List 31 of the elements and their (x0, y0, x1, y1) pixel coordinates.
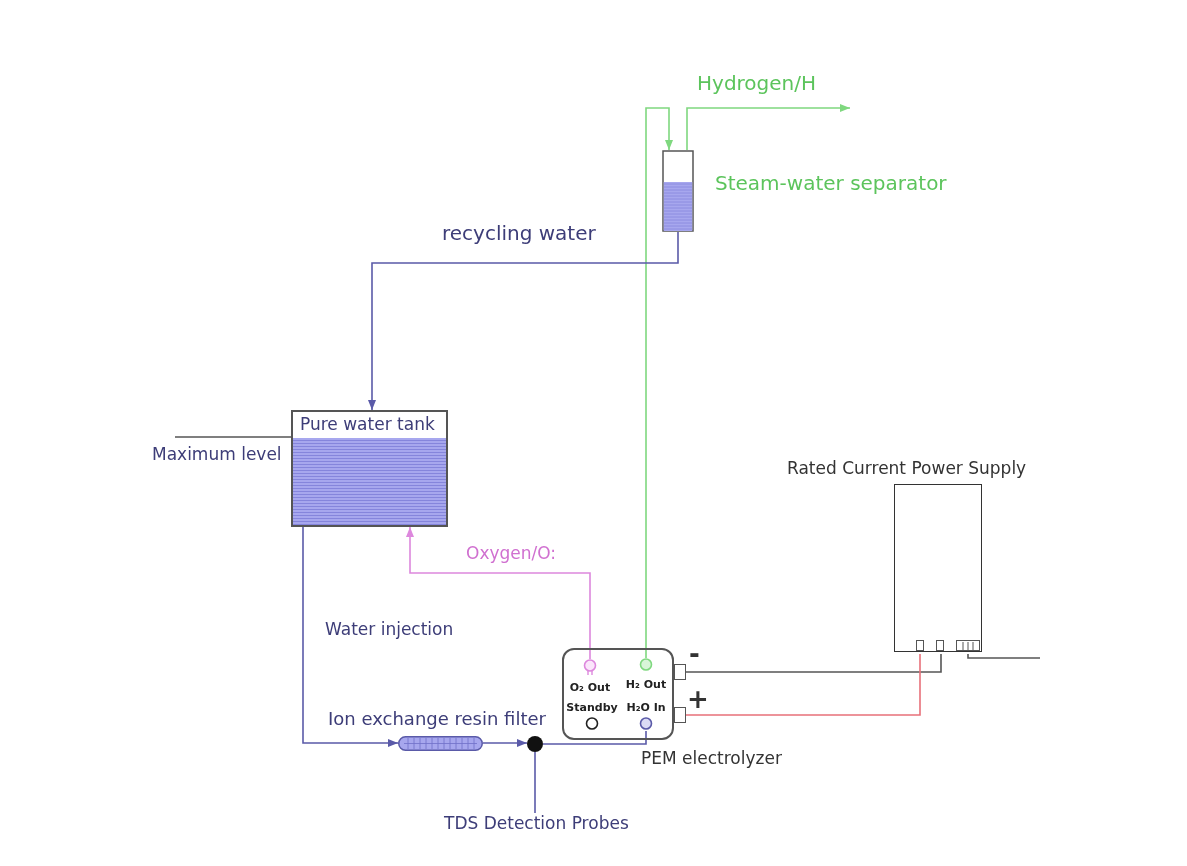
power-wire (967, 653, 1041, 659)
component-label: PEM electrolyzer (641, 748, 782, 769)
component-label: Steam-water separator (715, 171, 947, 195)
terminal-connector (674, 664, 686, 680)
filter-cartridge (398, 736, 483, 751)
port-label: H₂O In (626, 701, 666, 715)
port-label: H₂ Out (625, 678, 667, 692)
edge-label: Oxygen/O: (466, 543, 557, 564)
component-caption: Ion exchange resin filter (328, 710, 546, 728)
pipe-arrow (302, 526, 399, 747)
leader-line (174, 436, 292, 438)
component-label: Rated Current Power Supply (787, 458, 1027, 479)
pipe-arrow (406, 526, 591, 660)
polarity-sign: + (687, 686, 709, 712)
pipe-arrow (686, 104, 851, 151)
power-wire (685, 653, 921, 716)
water-tank: Pure water tank (291, 410, 448, 527)
level-label: Maximum level (152, 437, 282, 465)
power-wire (685, 653, 942, 673)
pipe-arrow (482, 739, 528, 747)
pipe-arrow (368, 231, 679, 411)
junction-dot (527, 736, 543, 752)
terminal-connector (674, 707, 686, 723)
probe-label: TDS Detection Probes (444, 813, 629, 834)
edge-label: Water injection (325, 619, 454, 640)
probe-line (534, 751, 536, 814)
polarity-sign: - (689, 641, 700, 667)
pipe-line (542, 730, 647, 745)
port-label: Standby (566, 701, 618, 715)
pipe-arrow (645, 107, 673, 659)
port-label: O₂ Out (569, 681, 611, 695)
